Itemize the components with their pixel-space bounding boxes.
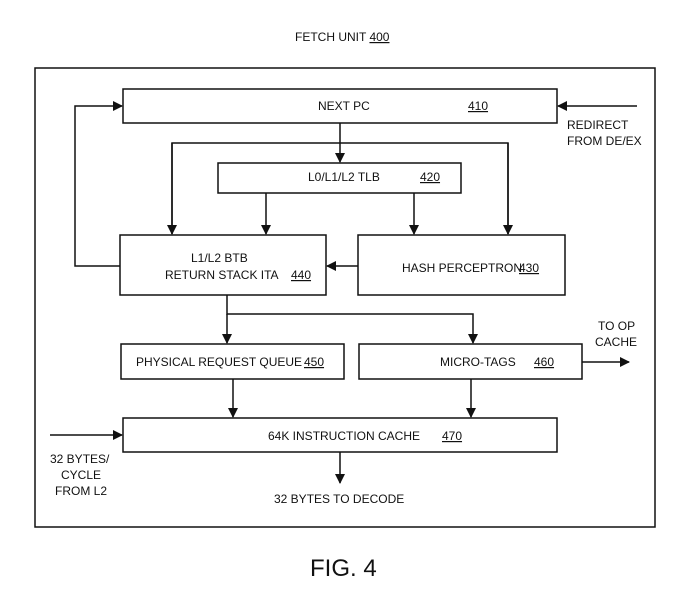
block-physical-request-queue: PHYSICAL REQUEST QUEUE 450 xyxy=(120,343,345,380)
redirect-label-line1: REDIRECT xyxy=(567,118,629,132)
figure-label: FIG. 4 xyxy=(310,555,377,582)
to-op-cache-label-line2: CACHE xyxy=(595,335,637,349)
redirect-label-line2: FROM DE/EX xyxy=(567,134,642,148)
block-btb-label-line2: RETURN STACK ITA xyxy=(165,268,279,282)
block-btb: L1/L2 BTB RETURN STACK ITA 440 xyxy=(119,234,327,296)
block-btb-label-line1: L1/L2 BTB xyxy=(191,251,248,265)
block-icache-ref: 470 xyxy=(442,429,462,443)
block-hash-perceptron: HASH PERCEPTRON 430 xyxy=(357,234,566,296)
block-btb-ref: 440 xyxy=(291,268,311,282)
block-micro-tags: MICRO-TAGS 460 xyxy=(358,343,583,380)
block-icache-label: 64K INSTRUCTION CACHE xyxy=(268,429,420,443)
block-tlb: L0/L1/L2 TLB 420 xyxy=(217,162,462,194)
to-op-cache-label-line1: TO OP xyxy=(598,319,635,333)
to-decode-label: 32 BYTES TO DECODE xyxy=(274,492,404,506)
fetch-unit-title: FETCH UNIT 400 xyxy=(295,30,390,44)
block-next-pc-label: NEXT PC xyxy=(318,99,370,113)
block-hash-perceptron-ref: 430 xyxy=(519,261,539,275)
fetch-unit-ref: 400 xyxy=(369,30,389,44)
block-micro-tags-label: MICRO-TAGS xyxy=(440,355,516,369)
arrow-btb-to-next-pc xyxy=(74,101,123,267)
block-hash-perceptron-label: HASH PERCEPTRON xyxy=(402,261,522,275)
block-instruction-cache: 64K INSTRUCTION CACHE 470 xyxy=(122,417,558,453)
from-l2-label-line1: 32 BYTES/ xyxy=(50,452,110,466)
fetch-unit-boundary xyxy=(34,67,656,528)
block-tlb-ref: 420 xyxy=(420,170,440,184)
block-prq-ref: 450 xyxy=(304,355,324,369)
arrow-btb-to-micro-tags xyxy=(226,295,478,344)
block-prq-label: PHYSICAL REQUEST QUEUE xyxy=(136,355,302,369)
block-tlb-label: L0/L1/L2 TLB xyxy=(308,170,380,184)
block-next-pc-ref: 410 xyxy=(468,99,488,113)
from-l2-label-line3: FROM L2 xyxy=(55,484,107,498)
block-next-pc: NEXT PC 410 xyxy=(122,88,558,124)
block-micro-tags-ref: 460 xyxy=(534,355,554,369)
from-l2-label-line2: CYCLE xyxy=(61,468,101,482)
